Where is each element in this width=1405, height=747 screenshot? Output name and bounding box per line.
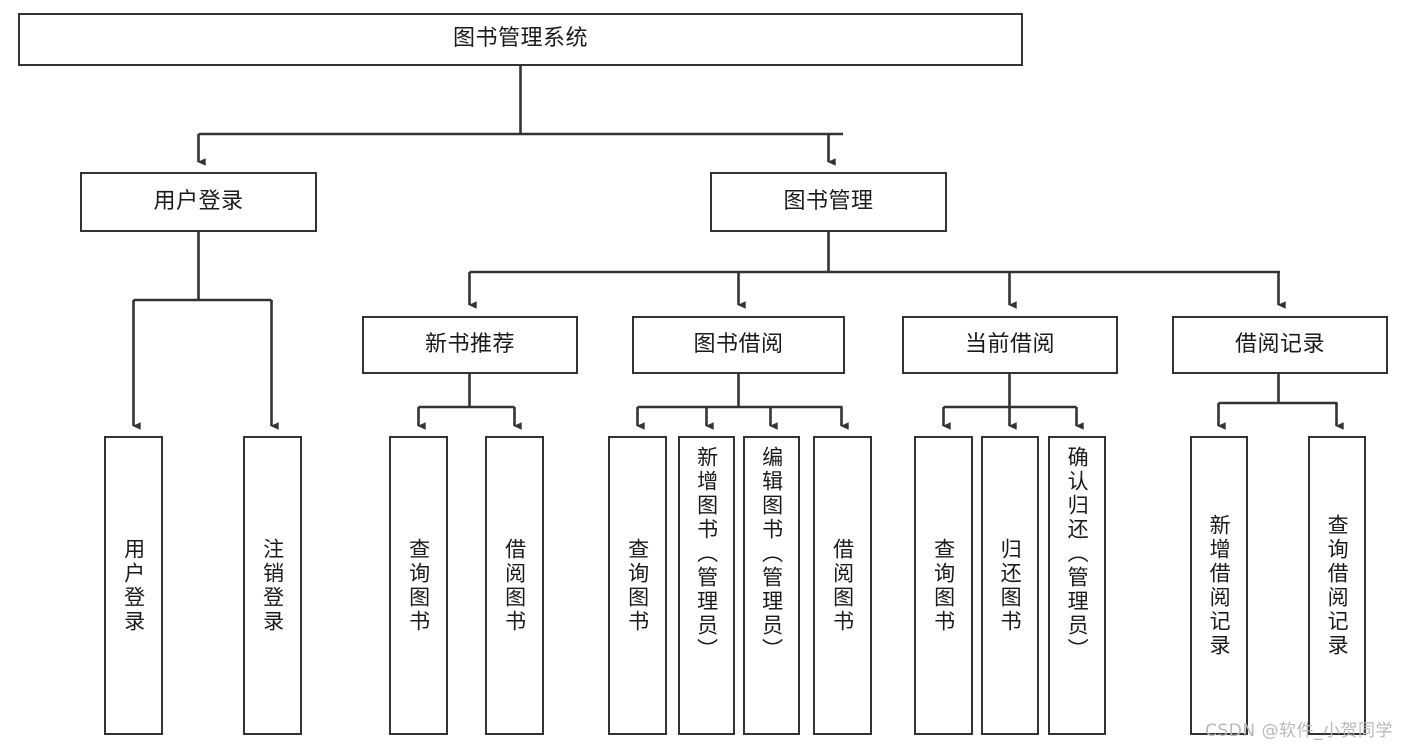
- node-label: 图书管理: [783, 188, 874, 214]
- node-label: 借阅记录: [1234, 331, 1325, 357]
- node-label: 借阅图书: [502, 537, 527, 634]
- node-leaf-edit-book-admin[interactable]: 编辑图书（管理员）: [743, 436, 800, 735]
- node-leaf-query-books-current[interactable]: 查询图书: [914, 436, 973, 735]
- node-label: 借阅图书: [830, 537, 855, 634]
- node-label: 新书推荐: [424, 331, 515, 357]
- node-leaf-add-book-admin[interactable]: 新增图书（管理员）: [678, 436, 735, 735]
- node-user-login[interactable]: 用户登录: [80, 172, 317, 232]
- node-label: 确认归还（管理员）: [1065, 446, 1090, 662]
- node-leaf-query-books-new[interactable]: 查询图书: [389, 436, 448, 735]
- node-label: 查询图书: [406, 537, 431, 634]
- node-leaf-borrow-books-new[interactable]: 借阅图书: [485, 436, 544, 735]
- node-label: 用户登录: [153, 188, 244, 214]
- node-label: 新增图书（管理员）: [694, 446, 719, 662]
- node-label: 当前借阅: [964, 331, 1055, 357]
- node-label: 图书管理系统: [452, 26, 588, 52]
- node-label: 新增借阅记录: [1207, 513, 1232, 658]
- node-label: 图书借阅: [693, 331, 784, 357]
- node-label: 查询借阅记录: [1325, 513, 1350, 658]
- node-label: 编辑图书（管理员）: [759, 446, 784, 662]
- node-leaf-return-books[interactable]: 归还图书: [981, 436, 1039, 735]
- node-new-book-recommendation[interactable]: 新书推荐: [362, 316, 578, 374]
- csdn-watermark: CSDN @软件_小贺同学: [1205, 721, 1393, 741]
- node-label: 归还图书: [998, 537, 1023, 634]
- node-leaf-borrow-books-borrow[interactable]: 借阅图书: [813, 436, 872, 735]
- node-book-borrowing[interactable]: 图书借阅: [632, 316, 845, 374]
- node-book-management[interactable]: 图书管理: [710, 172, 947, 232]
- node-root-book-management-system[interactable]: 图书管理系统: [18, 13, 1023, 66]
- node-leaf-user-login[interactable]: 用户登录: [104, 436, 163, 735]
- node-label: 查询图书: [931, 537, 956, 634]
- node-leaf-logout[interactable]: 注销登录: [243, 436, 302, 735]
- node-leaf-query-books-borrow[interactable]: 查询图书: [608, 436, 667, 735]
- node-leaf-query-borrowing-record[interactable]: 查询借阅记录: [1308, 436, 1366, 735]
- node-label: 用户登录: [121, 537, 146, 634]
- node-label: 查询图书: [625, 537, 650, 634]
- node-borrowing-record[interactable]: 借阅记录: [1172, 316, 1388, 374]
- node-label: 注销登录: [260, 537, 285, 634]
- node-leaf-confirm-return-admin[interactable]: 确认归还（管理员）: [1048, 436, 1106, 735]
- node-leaf-add-borrowing-record[interactable]: 新增借阅记录: [1190, 436, 1248, 735]
- node-current-borrowing[interactable]: 当前借阅: [902, 316, 1118, 374]
